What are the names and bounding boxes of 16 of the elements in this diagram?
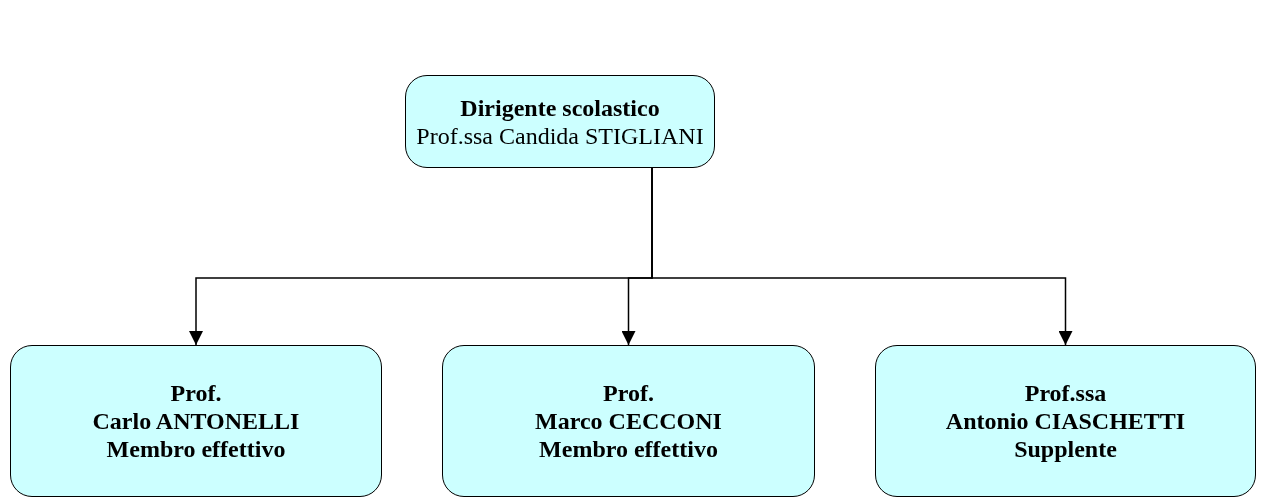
person-name: Membro effettivo — [539, 435, 718, 463]
role-title: Prof.ssa — [1024, 379, 1107, 407]
person-name: Supplente — [1014, 435, 1117, 463]
person-name: Prof.ssa Candida STIGLIANI — [416, 121, 704, 150]
role-title: Dirigente scolastico — [460, 93, 660, 122]
person-name: Antonio CIASCHETTI — [945, 407, 1186, 435]
person-box — [442, 345, 815, 497]
connector-arrow — [651, 167, 1073, 346]
person-name: Marco CECCONI — [535, 407, 722, 435]
person-box — [405, 75, 715, 168]
role-title: Prof. — [170, 379, 222, 407]
person-box — [875, 345, 1256, 497]
person-box — [10, 345, 382, 497]
role-title: Prof. — [603, 379, 654, 407]
person-name: Carlo ANTONELLI — [92, 407, 300, 435]
person-name: Membro effettivo — [106, 435, 286, 463]
